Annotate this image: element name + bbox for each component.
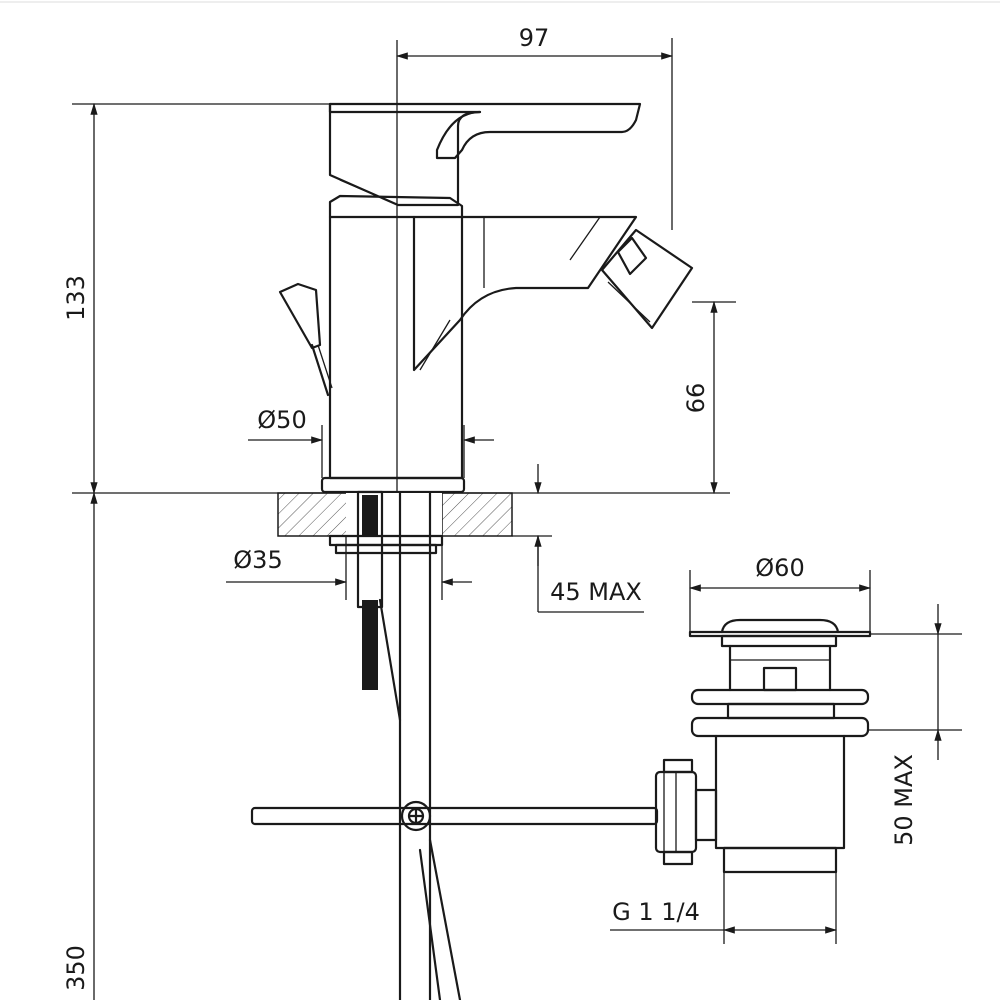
waste-nut-lower xyxy=(690,716,870,738)
waste-plug xyxy=(720,618,840,634)
body-cap xyxy=(328,194,464,219)
label-d35: Ø35 xyxy=(233,546,282,574)
stud-lower xyxy=(362,600,378,690)
spout xyxy=(412,215,638,372)
popup-rod-knob xyxy=(278,282,333,397)
dimension-labels: 97 133 66 Ø50 Ø35 45 MAX Ø60 50 MAX G 1 … xyxy=(62,24,918,991)
fixing-plate xyxy=(328,534,444,547)
label-thread: G 1 1/4 xyxy=(612,898,700,926)
rod-clamp xyxy=(400,800,432,832)
cartridge-block xyxy=(328,102,482,207)
waste-nut-upper xyxy=(690,688,870,706)
popup-rod-link xyxy=(418,838,462,1000)
label-350: 350 xyxy=(62,945,90,991)
label-97: 97 xyxy=(519,24,550,52)
aerator-nozzle xyxy=(600,228,694,330)
label-d50: Ø50 xyxy=(257,406,306,434)
label-d60: Ø60 xyxy=(755,554,804,582)
body-cylinder xyxy=(328,215,464,480)
label-133: 133 xyxy=(62,275,90,321)
label-50max: 50 MAX xyxy=(890,754,918,846)
waste-tail xyxy=(722,846,838,874)
dimension-lines xyxy=(72,38,962,1000)
label-66: 66 xyxy=(682,383,710,414)
deck-hatch-left xyxy=(277,492,349,537)
label-45max: 45 MAX xyxy=(550,578,642,606)
waste-body xyxy=(714,734,846,850)
waste-flange xyxy=(688,630,872,638)
mixer-body xyxy=(278,40,694,494)
lever-handle xyxy=(328,102,642,160)
waste-side-nut xyxy=(654,758,718,866)
under-deck-fittings xyxy=(250,490,659,1000)
pull-rod xyxy=(250,806,659,826)
deck-hatch-right xyxy=(441,492,513,537)
base-ring xyxy=(320,476,466,494)
popup-waste xyxy=(654,618,872,874)
waste-stem xyxy=(762,666,798,692)
